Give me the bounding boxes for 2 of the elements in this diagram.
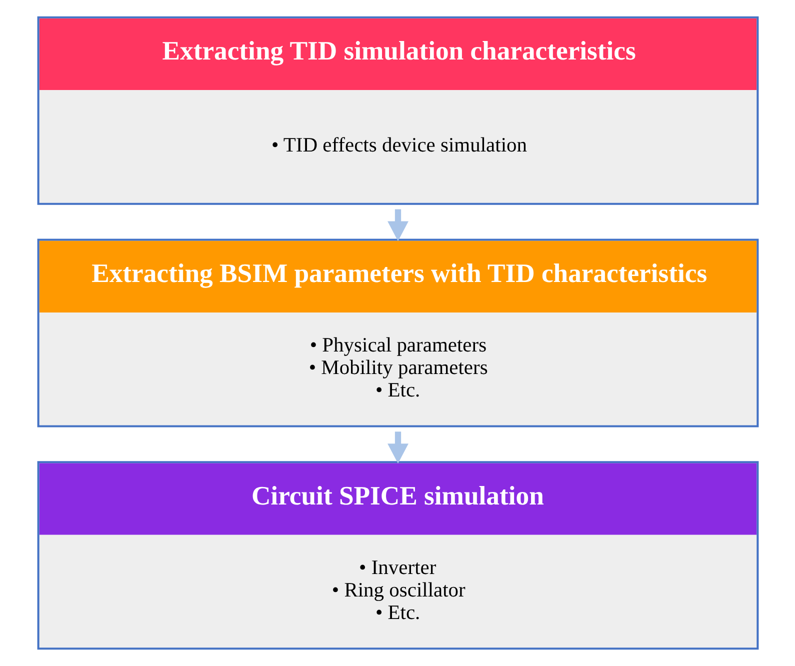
arrow: [387, 209, 408, 242]
arrow: [387, 432, 408, 464]
